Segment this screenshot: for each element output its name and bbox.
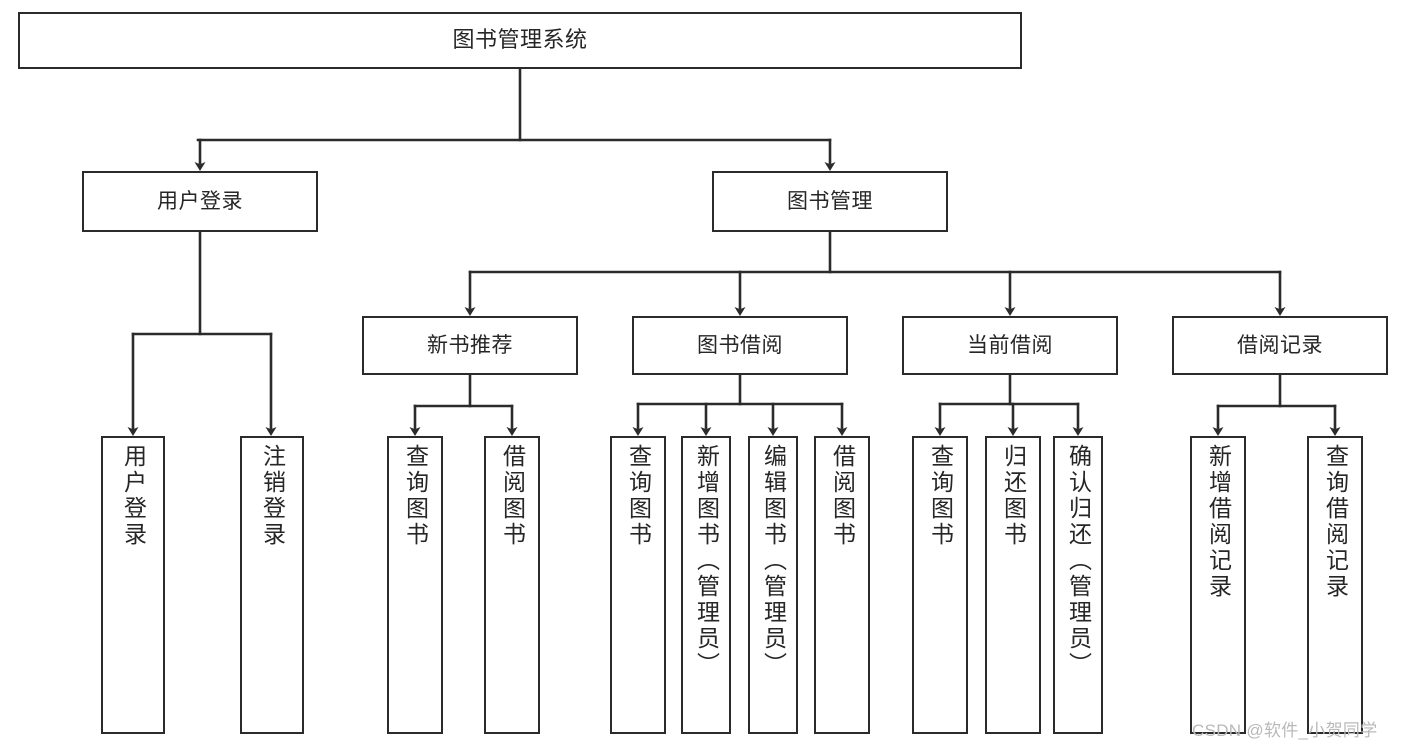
node-book-borrow-label: 图书借阅 [697, 333, 783, 357]
node-leaf-query-book-2-label: 查询图书 [625, 444, 652, 548]
node-leaf-return-book[interactable]: 归还图书 [985, 436, 1041, 734]
node-leaf-query-book-1[interactable]: 查询图书 [387, 436, 443, 734]
node-leaf-user-login-label: 用户登录 [120, 444, 147, 548]
node-root[interactable]: 图书管理系统 [18, 12, 1022, 69]
node-user-login[interactable]: 用户登录 [82, 171, 318, 232]
node-leaf-query-borrow-record[interactable]: 查询借阅记录 [1307, 436, 1363, 734]
node-borrow-record[interactable]: 借阅记录 [1172, 316, 1388, 375]
node-new-book-recommendation[interactable]: 新书推荐 [362, 316, 578, 375]
node-current-borrow[interactable]: 当前借阅 [902, 316, 1118, 375]
node-book-borrow[interactable]: 图书借阅 [632, 316, 848, 375]
node-leaf-add-borrow-record[interactable]: 新增借阅记录 [1190, 436, 1246, 734]
node-leaf-confirm-return-label: 确认归还（管理员） [1065, 444, 1092, 678]
node-leaf-borrow-book-2[interactable]: 借阅图书 [814, 436, 870, 734]
node-book-management[interactable]: 图书管理 [712, 171, 948, 232]
node-leaf-query-book-3[interactable]: 查询图书 [912, 436, 968, 734]
node-leaf-query-book-3-label: 查询图书 [927, 444, 954, 548]
node-leaf-borrow-book-1[interactable]: 借阅图书 [484, 436, 540, 734]
node-leaf-add-borrow-record-label: 新增借阅记录 [1205, 444, 1232, 600]
watermark: CSDN @软件_小贺同学 [1192, 721, 1378, 740]
node-borrow-record-label: 借阅记录 [1237, 333, 1323, 357]
node-leaf-return-book-label: 归还图书 [1000, 444, 1027, 548]
node-leaf-logout[interactable]: 注销登录 [240, 436, 304, 734]
node-leaf-query-book-2[interactable]: 查询图书 [610, 436, 666, 734]
node-leaf-add-book[interactable]: 新增图书（管理员） [681, 436, 731, 734]
node-current-borrow-label: 当前借阅 [967, 333, 1053, 357]
node-leaf-add-book-label: 新增图书（管理员） [693, 444, 720, 678]
node-leaf-confirm-return[interactable]: 确认归还（管理员） [1053, 436, 1103, 734]
node-leaf-edit-book-label: 编辑图书（管理员） [760, 444, 787, 678]
node-new-book-recommendation-label: 新书推荐 [427, 333, 513, 357]
node-leaf-query-borrow-record-label: 查询借阅记录 [1322, 444, 1349, 600]
node-leaf-edit-book[interactable]: 编辑图书（管理员） [748, 436, 798, 734]
node-book-management-label: 图书管理 [787, 189, 873, 213]
node-root-label: 图书管理系统 [452, 27, 588, 53]
node-leaf-query-book-1-label: 查询图书 [402, 444, 429, 548]
node-leaf-borrow-book-2-label: 借阅图书 [829, 444, 856, 548]
node-leaf-borrow-book-1-label: 借阅图书 [499, 444, 526, 548]
node-user-login-label: 用户登录 [157, 189, 243, 213]
node-leaf-user-login[interactable]: 用户登录 [101, 436, 165, 734]
node-leaf-logout-label: 注销登录 [259, 444, 286, 548]
